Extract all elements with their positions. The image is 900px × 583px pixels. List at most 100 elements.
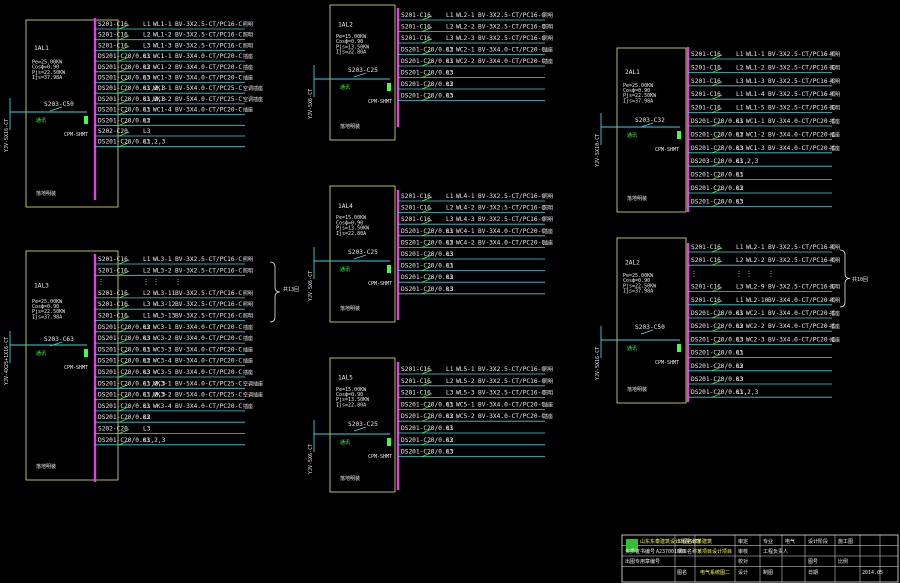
circuit-breaker-label: DS201-C20/0.03	[691, 310, 743, 317]
circuit-phase: L1,2,3	[143, 85, 166, 92]
circuit-load: 插座	[243, 335, 253, 342]
circuit-load: 空调插座	[243, 85, 263, 92]
circuit-phase: L3	[446, 35, 454, 42]
panel-param: Pe=25.00KW	[623, 273, 654, 279]
incoming-cable-label: YJV-4X25+1X16-CT	[4, 337, 10, 385]
panel-name: 2AL2	[625, 259, 640, 266]
circuit-id: WL3-11	[153, 290, 176, 297]
incoming-cable-label: YJV-5X16-CT	[595, 347, 601, 380]
spd-label: CPM-SHMT	[368, 99, 392, 105]
circuit-breaker-label: S201-C16	[98, 42, 128, 49]
circuit-load: 插座	[243, 403, 253, 410]
circuit-breaker-symbol	[711, 135, 723, 140]
circuit-id: WL5-2	[456, 378, 475, 385]
circuit-breaker-symbol	[711, 188, 723, 194]
circuit-id: ⋮	[746, 270, 752, 277]
circuit-phase: L3	[446, 286, 454, 293]
circuit-row: ⋮⋮⋮⋮	[98, 279, 181, 286]
circuit-breaker-symbol	[711, 202, 723, 207]
circuit-breaker-label: S201-C16	[401, 205, 431, 212]
circuit-load: 照明	[830, 258, 840, 264]
circuit-cable: BV-3X4.0-CT/PC20-C	[768, 131, 835, 138]
circuit-cable: BV-3X2.5-CT/PC16-C	[175, 313, 242, 320]
circuit-phase: L1	[143, 403, 151, 410]
panel-enclosure	[616, 237, 687, 404]
circuit-cable: BV-3X4.0-CT/PC20-C	[478, 239, 545, 246]
spd-label: CPM-SHMT	[64, 132, 88, 138]
circuit-breaker-label: S201-C16	[401, 12, 431, 19]
circuit-breaker-label: DS201-C20/0.03	[401, 437, 453, 444]
circuit-breaker-label: DS201-C20/0.03	[98, 117, 150, 124]
circuit-cable: BV-5X4.0-CT/PC25-C	[175, 392, 242, 399]
circuit-breaker-symbol	[421, 243, 433, 248]
circuit-breaker-label: DS201-C20/0.03	[98, 107, 150, 114]
circuit-breaker-label: DS201-C20/0.03	[401, 93, 453, 100]
circuit-cable: BV-3X2.5-CT/PC16-C	[478, 366, 545, 373]
circuit-breaker-label: S201-C16	[691, 91, 721, 98]
panel-1AL3: 1AL3Pe=25.00KWCosϕ=0.90Pjs=22.50KWIjs=37…	[4, 250, 299, 482]
title-cell: 图号	[808, 559, 818, 565]
circuit-load: 照明	[543, 25, 553, 31]
main-breaker-symbol	[353, 254, 367, 260]
circuit-load: 照明	[830, 92, 840, 98]
circuit-phase: L3	[736, 376, 744, 383]
circuit-phase: L1	[446, 193, 454, 200]
circuit-breaker-symbol	[711, 313, 723, 319]
circuit-id: WL1-5	[746, 105, 765, 112]
circuit-breaker-symbol	[118, 110, 130, 115]
circuit-breaker-symbol	[118, 383, 130, 389]
circuit-id: WC2-3	[746, 336, 765, 343]
circuit-breaker-label: DS201-C20/0.03	[98, 437, 150, 444]
circuit-load: 空调插座	[243, 96, 263, 103]
circuit-cable: BV-3X2.5-CT/PC16-C	[175, 301, 242, 308]
circuit-breaker-symbol	[711, 68, 723, 73]
panel-name: 1AL2	[338, 22, 353, 29]
circuit-phase: L2	[446, 47, 454, 54]
title-cell: 校对	[738, 558, 748, 565]
circuit-load: 照明	[543, 217, 553, 223]
reg-value: A237001001	[656, 549, 686, 555]
title-cell: 专业	[763, 538, 773, 545]
circuit-breaker-symbol	[118, 417, 130, 423]
circuit-phase: L2	[143, 324, 151, 331]
circuit-cable: BV-3X2.5-CT/PC16-C	[478, 205, 545, 212]
circuit-breaker-label: DS201-C20/0.03	[691, 363, 743, 370]
circuit-phase: L2	[143, 358, 151, 365]
main-breaker-symbol	[49, 106, 63, 112]
circuit-breaker-label: S201-C16	[691, 64, 721, 71]
circuit-breaker-symbol	[118, 361, 130, 367]
panel-param: Ijs=22.80A	[336, 402, 366, 408]
title-cell: 施工图	[838, 538, 853, 545]
panel-1AL2: 1AL2Pe=15.00KWCosϕ=0.90Pjs=13.50KWIjs=22…	[308, 4, 553, 141]
circuit-breaker-label: DS201-C20/0.03	[98, 96, 150, 103]
circuit-breaker-label: DS201-C20/0.03	[98, 414, 150, 421]
circuit-phase: L2	[143, 32, 151, 39]
title-cell: 电气	[785, 538, 795, 545]
circuit-phase: ⋮	[736, 270, 742, 277]
circuit-load: 插座	[830, 145, 840, 152]
circuit-cable: BV-3X4.0-CT/PC20-C	[768, 310, 835, 317]
circuit-breaker-symbol	[421, 369, 433, 375]
circuit-breaker-symbol	[118, 259, 130, 265]
license-label: 出图专用章编号	[625, 558, 660, 565]
circuit-cable: BV-3X4.0-CT/PC20-C	[175, 346, 242, 353]
circuit-id: WL1-2	[153, 32, 172, 39]
circuit-cable: BV-3X2.5-CT/PC16-C	[768, 64, 835, 71]
circuit-id: WC4-1	[456, 228, 475, 235]
circuit-id: WL2-1	[456, 12, 475, 19]
circuit-load: 照明	[243, 257, 253, 263]
circuit-breaker-label: DS201-C20/0.03	[401, 401, 453, 408]
circuit-load: 插座	[243, 346, 253, 353]
circuit-breaker-symbol	[421, 266, 433, 271]
